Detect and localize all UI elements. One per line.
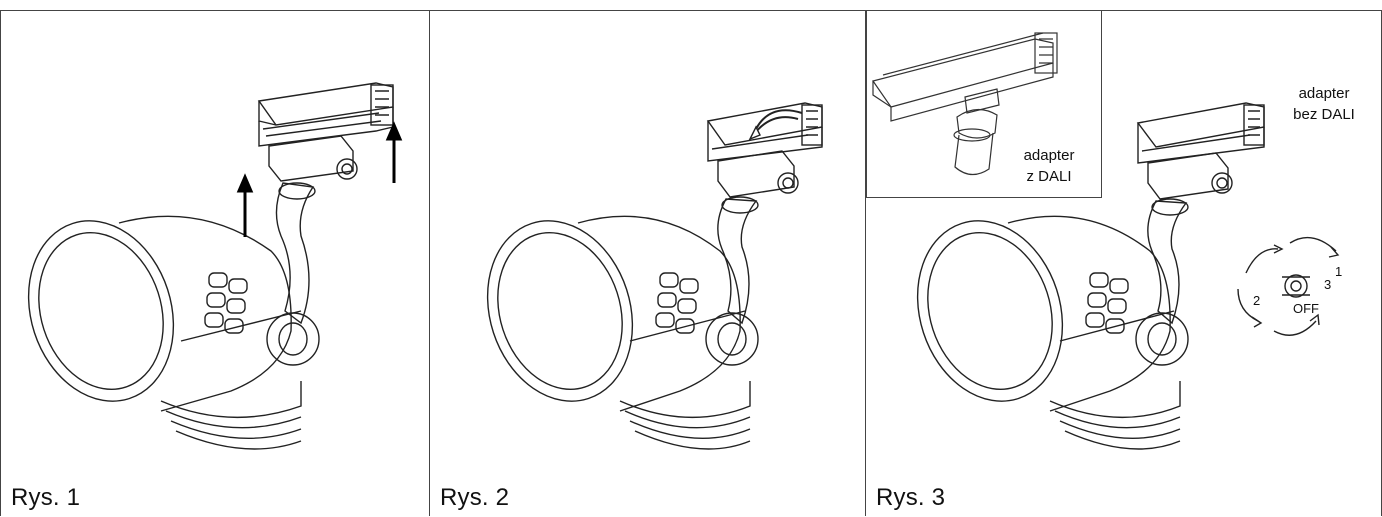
caption-fig-3: Rys. 3 — [876, 484, 946, 511]
panel-fig-2: Rys. 2 — [430, 10, 866, 516]
adapter-no-dali-line1: adapter — [1298, 85, 1350, 102]
adapter-dali-line1: adapter — [1023, 147, 1075, 164]
dial-position-3: 3 — [1324, 277, 1332, 292]
adapter-no-dali-line2: bez DALI — [1293, 106, 1355, 123]
dial-position-off: OFF — [1293, 301, 1319, 316]
spotlight-drawing-3 — [916, 102, 1340, 450]
adapter-no-dali-label: adapter bez DALI — [1284, 83, 1364, 125]
spotlight-drawing-2 — [486, 102, 823, 450]
caption-fig-1: Rys. 1 — [11, 484, 81, 511]
panel-fig-1: Rys. 1 — [0, 10, 430, 516]
dial-position-2: 2 — [1253, 293, 1261, 308]
spotlight-drawing-1 — [27, 82, 403, 450]
caption-fig-2: Rys. 2 — [440, 484, 510, 511]
adapter-dali-label: adapter z DALI — [1007, 145, 1091, 187]
panel-fig-3: 1 2 3 OFF adapter bez DALI Rys. 3 — [866, 10, 1382, 516]
adapter-dali-line2: z DALI — [1026, 168, 1072, 185]
dial-position-1: 1 — [1335, 264, 1343, 279]
inset-adapter-with-dali: adapter z DALI — [866, 10, 1102, 198]
adapter-drawing — [872, 32, 1058, 176]
